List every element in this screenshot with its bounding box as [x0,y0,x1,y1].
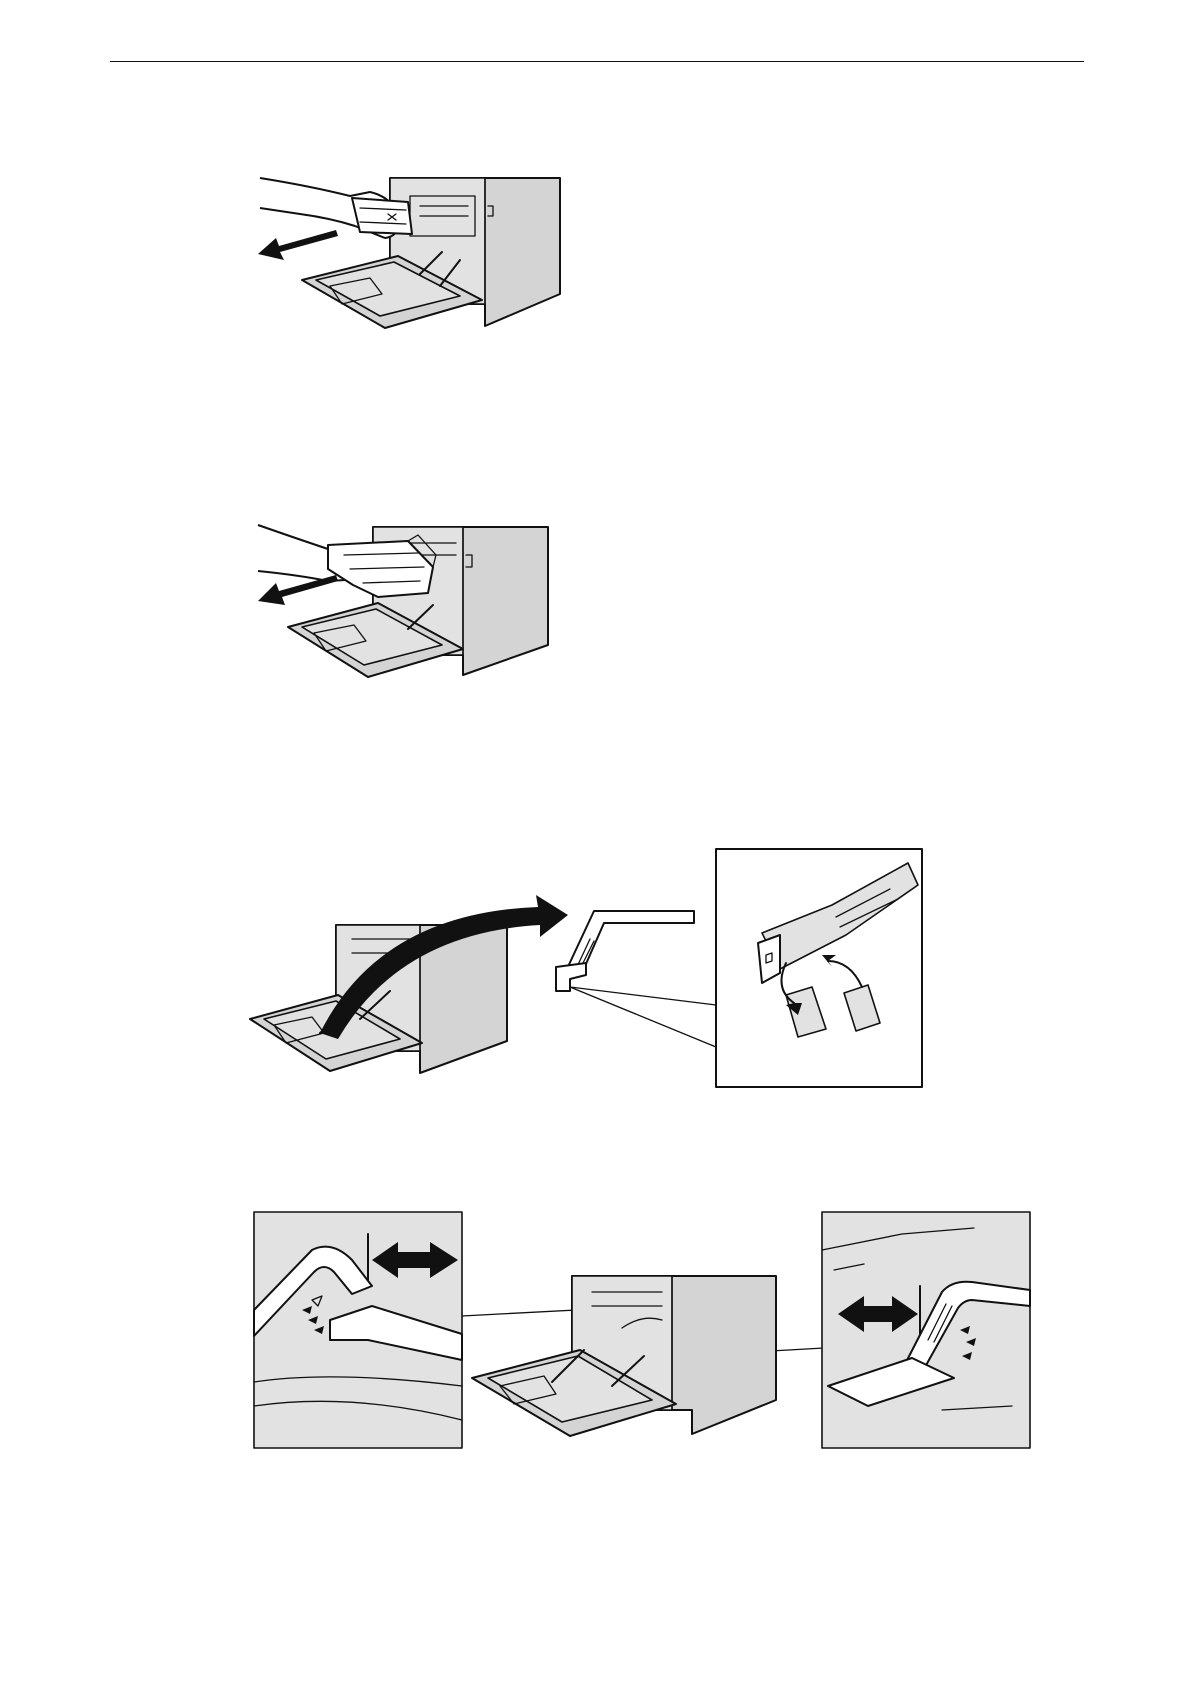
cleaning-tool-pad-replacement-illustration [250,843,930,1093]
printer-remove-drum-unit-illustration [258,525,558,685]
printer-remove-cartridge-illustration [260,176,570,336]
header-rule [110,61,1084,62]
right-inset [822,1212,1030,1448]
pull-arrow-icon [258,230,338,260]
cleaning-tool [556,911,694,991]
callout-lines [570,987,716,1047]
cleaning-tool-slide-illustration [252,1210,1032,1450]
pull-arrow-icon [258,575,338,605]
left-inset [254,1212,462,1448]
toner-cartridge [352,198,412,234]
inset-frame [716,849,922,1087]
